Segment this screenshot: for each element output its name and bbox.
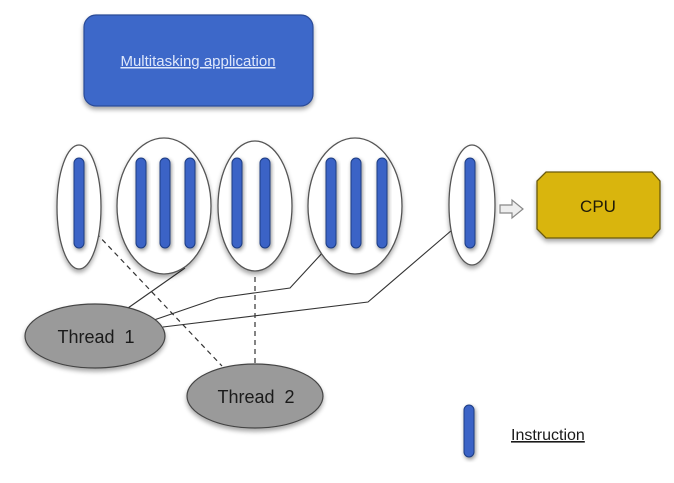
instruction-bar bbox=[135, 157, 147, 249]
group-2 bbox=[116, 137, 212, 275]
thread-1-link-group-5 bbox=[162, 229, 453, 328]
instruction-bar bbox=[259, 157, 271, 249]
instruction-bar bbox=[73, 157, 85, 249]
thread-1-link-group-2 bbox=[127, 267, 186, 309]
instruction-bar bbox=[350, 157, 362, 249]
legend-instruction-label: Instruction bbox=[511, 427, 585, 444]
legend-instruction-icon bbox=[463, 404, 475, 458]
instruction-bar bbox=[325, 157, 337, 249]
multitasking-application-box: Multitasking application bbox=[83, 14, 314, 107]
group-5 bbox=[448, 144, 496, 266]
application-title: Multitasking application bbox=[120, 53, 275, 70]
thread-1-link-group-4 bbox=[153, 249, 326, 321]
instruction-bar bbox=[231, 157, 243, 249]
thread-connections bbox=[95, 229, 453, 367]
instruction-groups bbox=[56, 137, 496, 275]
thread-2-label: Thread 2 bbox=[217, 387, 294, 407]
cpu-label: CPU bbox=[580, 197, 616, 216]
group-ellipse bbox=[217, 140, 293, 272]
thread-1-label: Thread 1 bbox=[57, 327, 134, 347]
instruction-bar bbox=[464, 157, 476, 249]
instruction-bar bbox=[376, 157, 388, 249]
cpu-box: CPU bbox=[536, 171, 661, 239]
thread-2-link-group-1 bbox=[95, 232, 223, 367]
legend: Instruction bbox=[463, 404, 585, 458]
arrow-to-cpu-icon bbox=[499, 198, 524, 220]
instruction-bar bbox=[184, 157, 196, 249]
thread-2-node: Thread 2 bbox=[186, 363, 324, 429]
instruction-bar bbox=[159, 157, 171, 249]
group-1 bbox=[56, 144, 102, 270]
group-4 bbox=[307, 137, 403, 275]
group-3 bbox=[217, 140, 293, 272]
thread-1-node: Thread 1 bbox=[24, 303, 166, 369]
